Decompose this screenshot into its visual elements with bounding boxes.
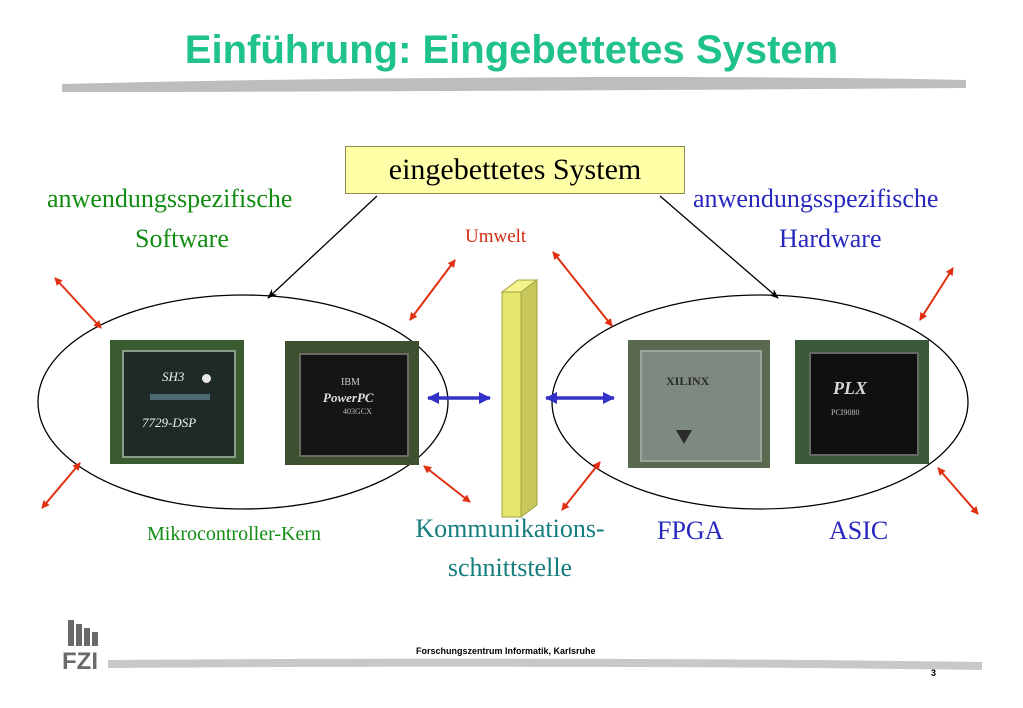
- hardware-label-line2: Hardware: [779, 224, 882, 253]
- fzi-logo-text: FZI: [62, 648, 98, 675]
- plx-logo-text: PLX: [833, 378, 867, 398]
- powerpc-logo-text: PowerPC: [323, 390, 374, 405]
- env-arrow-software-top-left: [54, 277, 102, 329]
- xilinx-logo-text: XILINX: [666, 374, 710, 388]
- plx-asic-chip-image: PLX PCI9080: [795, 340, 929, 464]
- microcontroller-core-label: Mikrocontroller-Kern: [147, 523, 321, 545]
- powerpc-chip-image: IBM PowerPC 403GCX: [285, 341, 419, 465]
- sh3-chip-label: SH3: [162, 369, 185, 384]
- software-label-line2: Software: [135, 224, 229, 253]
- env-arrow-software-top-right: [409, 259, 456, 321]
- communication-interface-bar: [500, 279, 539, 518]
- env-arrow-hardware-bottom-left: [561, 461, 601, 511]
- title-underline: [62, 77, 966, 92]
- communication-interface-label-line1: Kommunikations-: [415, 514, 605, 543]
- powerpc-model-text: 403GCX: [343, 407, 372, 416]
- communication-interface-label-line2: schnittstelle: [447, 553, 573, 582]
- env-arrow-software-bottom-right: [423, 465, 471, 503]
- fpga-label: FPGA: [657, 516, 724, 545]
- env-arrow-hardware-top-left: [552, 251, 613, 327]
- software-label-line1: anwendungsspezifische: [47, 184, 293, 213]
- env-arrow-hardware-top-right: [919, 267, 954, 321]
- env-arrow-hardware-bottom-right: [937, 467, 979, 515]
- xilinx-fpga-chip-image: XILINX: [628, 340, 770, 468]
- sh3-dsp-chip-image: SH3 7729-DSP: [110, 340, 244, 464]
- fzi-logo: FZI: [62, 618, 110, 680]
- page-number: 3: [931, 668, 937, 678]
- env-arrow-software-bottom-left: [41, 462, 81, 509]
- footer-org: Forschungszentrum Informatik, Karlsruhe: [416, 646, 596, 656]
- powerpc-brand-text: IBM: [341, 377, 360, 388]
- system-to-hardware-arrow: [659, 195, 779, 299]
- footer-rule: [108, 658, 982, 670]
- sh3-dsp-chip-label: 7729-DSP: [142, 415, 197, 430]
- hardware-label-line1: anwendungsspezifische: [693, 184, 939, 213]
- asic-label: ASIC: [829, 516, 889, 545]
- environment-label: Umwelt: [465, 226, 527, 247]
- system-to-software-arrow: [267, 195, 378, 299]
- embedded-system-box: eingebettetes System: [345, 146, 685, 194]
- page-title: Einführung: Eingebettetes System: [184, 28, 839, 72]
- fzi-logo-icon: [68, 620, 98, 646]
- plx-model-text: PCI9080: [831, 408, 860, 417]
